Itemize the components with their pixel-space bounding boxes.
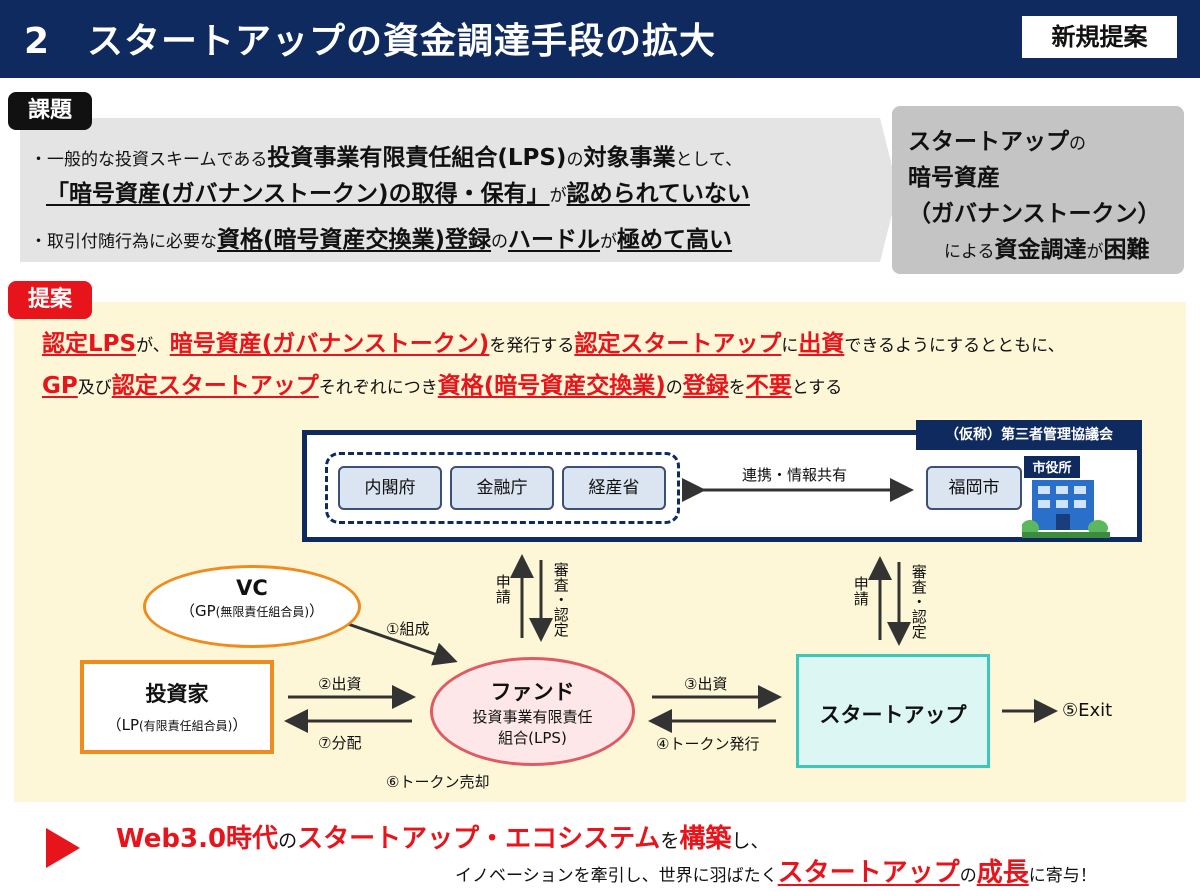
ministries-group	[325, 452, 680, 524]
flow-fund-invest-label: ③出資	[684, 675, 728, 693]
conclusion-line-2: イノベーションを牽引し、世界に羽ばたくスタートアップの成長に寄与！	[455, 858, 1097, 888]
flow-token-sale-label: ⑥トークン売却	[386, 773, 490, 791]
startup-apply-label: 申請	[851, 576, 870, 606]
form-arrow	[347, 622, 458, 666]
vc-node: VC （GP(無限責任組合員)）	[143, 565, 361, 648]
result-line-1: スタートアップの	[908, 129, 1086, 155]
issue-panel	[20, 118, 880, 262]
investor-name: 投資家	[145, 682, 209, 706]
conclusion-line-1: Web3.0時代のスタートアップ・エコシステムを構築し、	[116, 824, 770, 854]
fund-apply-label: 申請	[493, 574, 512, 604]
proposal-line-2: GP及び認定スタートアップそれぞれにつき資格(暗号資産交換業)の登録を不要とする	[42, 373, 843, 399]
startup-node: スタートアップ	[796, 654, 990, 768]
link-label: 連携・情報共有	[742, 466, 848, 484]
proposal-line-1: 認定LPSが、暗号資産(ガバナンストークン)を発行する認定スタートアップに出資で…	[42, 331, 1065, 357]
vc-name: VC	[236, 576, 268, 600]
fukuoka-city-box: 福岡市	[926, 466, 1022, 510]
council-label: （仮称）第三者管理協議会	[916, 420, 1142, 450]
startup-name: スタートアップ	[819, 703, 967, 727]
new-proposal-badge: 新規提案	[1022, 16, 1177, 58]
city-hall-icon: 市役所	[1022, 456, 1110, 538]
investor-sub: （LP(有限責任組合員)）	[106, 716, 248, 734]
fund-name: ファンド	[490, 680, 575, 704]
fund-sub-1: 投資事業有限責任	[472, 708, 593, 726]
flow-token-issue-label: ④トークン発行	[656, 735, 760, 753]
result-line-3: （ガバナンストークン）	[908, 201, 1161, 227]
issue-line-1: ・一般的な投資スキームである投資事業有限責任組合(LPS)の対象事業として、	[30, 145, 743, 171]
result-line-2: 暗号資産	[908, 165, 1000, 191]
issue-line-2: 「暗号資産(ガバナンストークン)の取得・保有」が認められていない	[46, 181, 750, 207]
flow-distribute-label: ⑦分配	[318, 734, 362, 752]
city-hall-sign-text: 市役所	[1032, 460, 1071, 476]
page-title: 2 スタートアップの資金調達手段の拡大	[24, 21, 717, 62]
vc-sub: （GP(無限責任組合員)）	[179, 602, 325, 620]
issue-tag: 課題	[8, 92, 92, 130]
fund-node: ファンド 投資事業有限責任 組合(LPS)	[430, 657, 635, 766]
fund-review-label: 審査・認定	[551, 562, 570, 637]
proposal-tag: 提案	[8, 281, 92, 319]
issue-line-3: ・取引付随行為に必要な資格(暗号資産交換業)登録のハードルが極めて高い	[30, 227, 733, 253]
result-line-4: による資金調達が困難	[944, 237, 1150, 263]
play-arrow-icon	[46, 828, 80, 868]
flow-invest-label: ②出資	[318, 675, 362, 693]
flow-exit-label: ⑤Exit	[1062, 700, 1113, 721]
header-bar	[0, 0, 1200, 78]
ministry-fsa: 金融庁	[450, 466, 554, 510]
issue-result-box	[892, 106, 1184, 274]
ministry-meti: 経産省	[562, 466, 666, 510]
ministry-cabinet-office: 内閣府	[338, 466, 442, 510]
investor-node: 投資家 （LP(有限責任組合員)）	[80, 660, 274, 754]
startup-review-label: 審査・認定	[909, 564, 928, 639]
fund-sub-2: 組合(LPS)	[498, 729, 567, 747]
flow-form-label: ①組成	[386, 620, 430, 638]
